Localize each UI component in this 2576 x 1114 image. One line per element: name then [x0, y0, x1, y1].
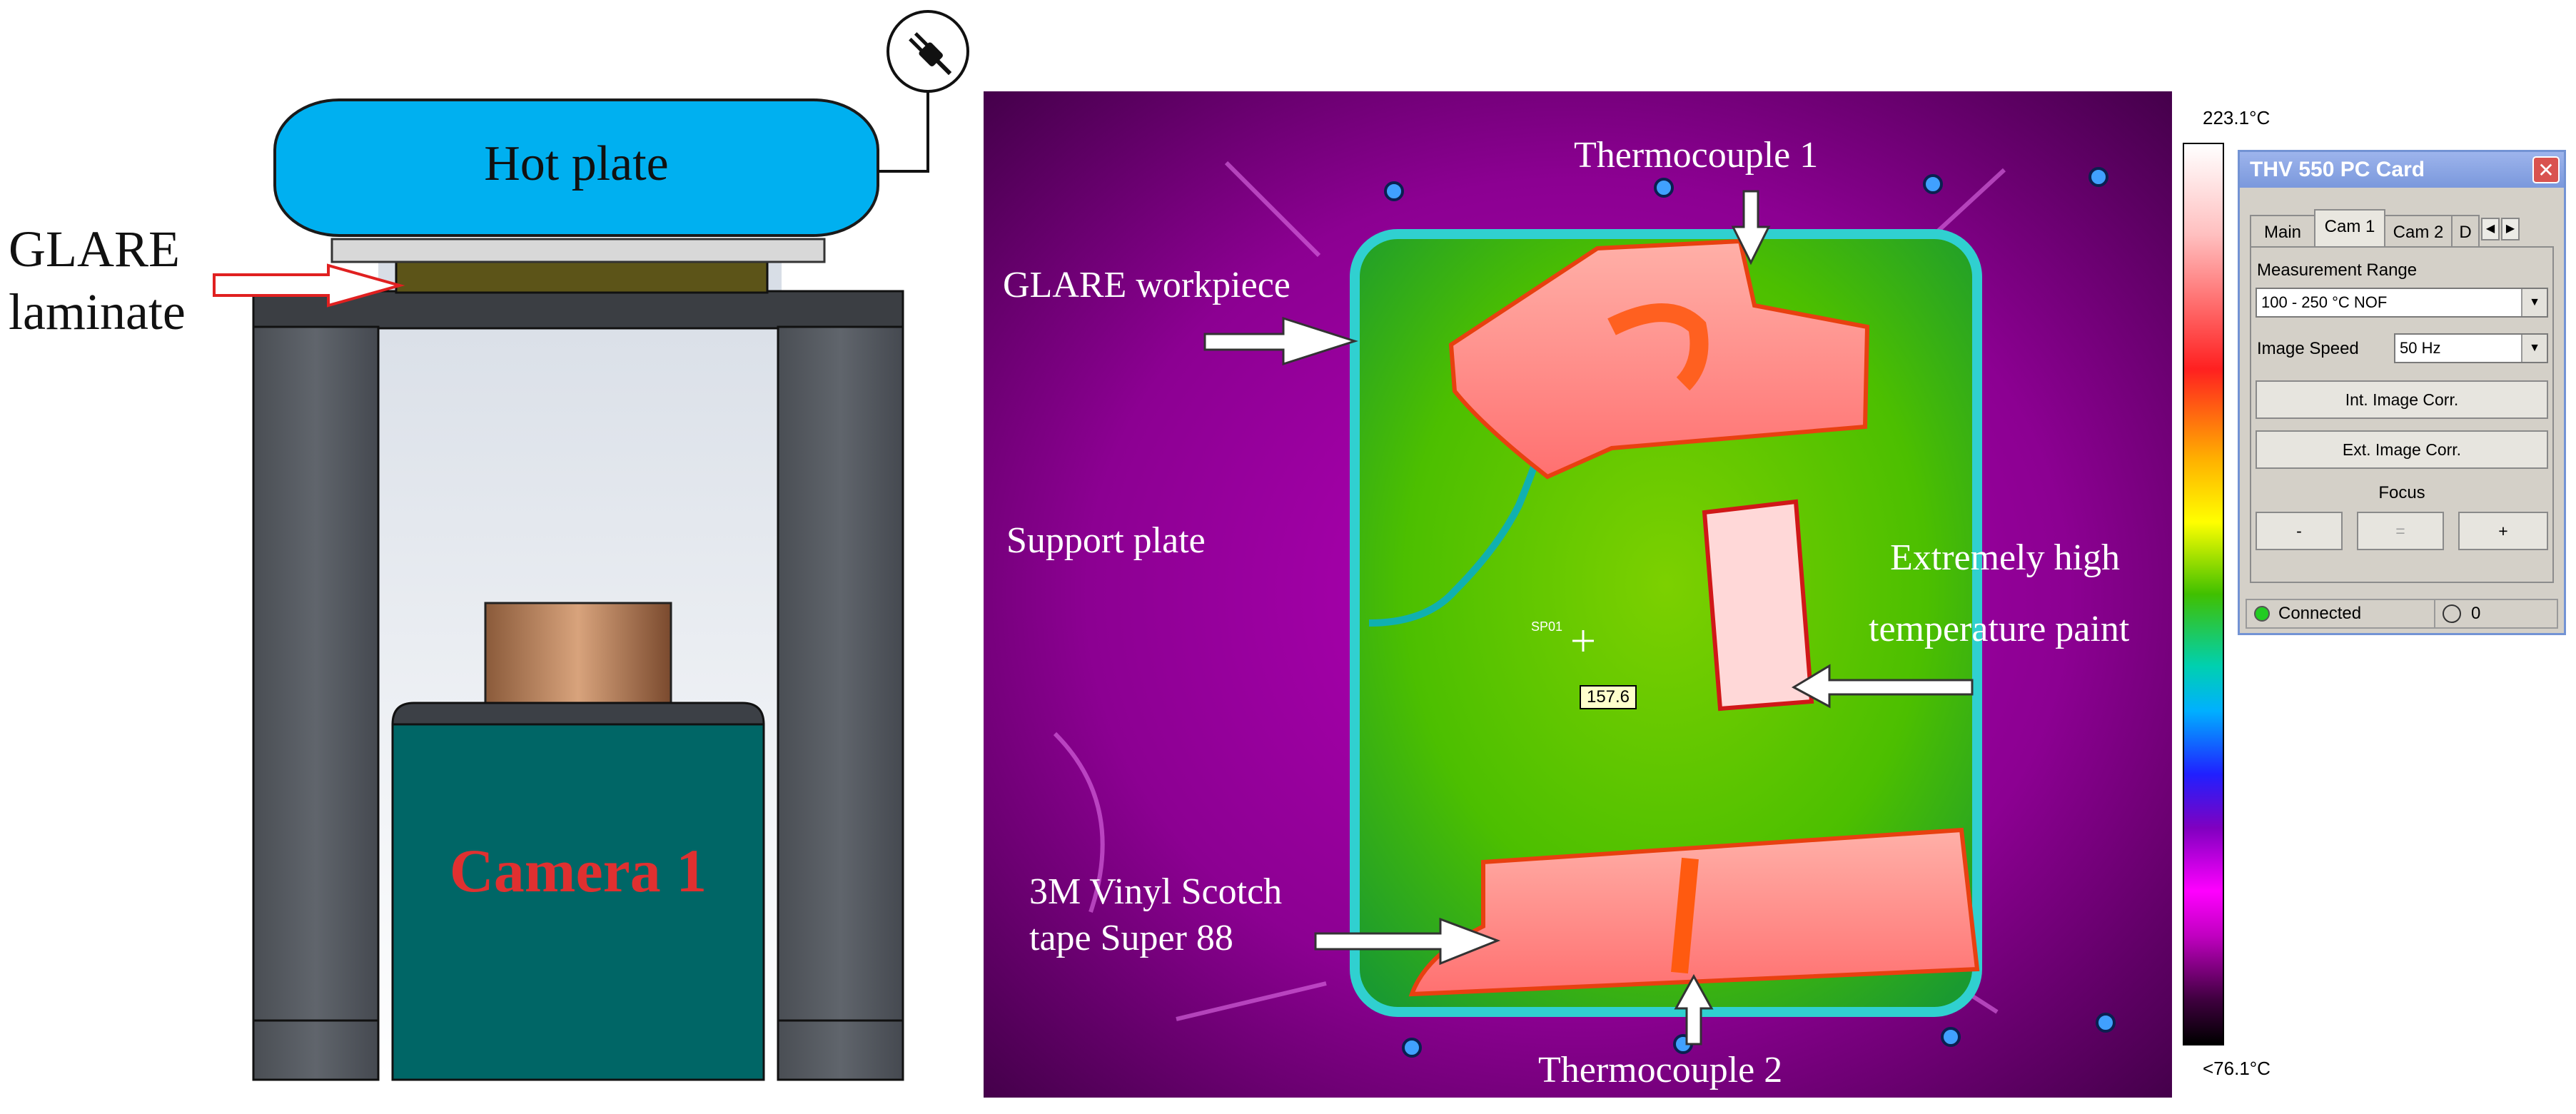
paint-region [1702, 499, 1814, 712]
scale-min-label: <76.1°C [2203, 1058, 2271, 1079]
int-image-corr-button[interactable]: Int. Image Corr. [2256, 380, 2548, 419]
hot-plate-label: Hot plate [484, 136, 669, 191]
thermocouple2-arrow [1674, 973, 1714, 1045]
color-scale-bar [2183, 143, 2224, 1045]
focus-minus-button[interactable]: - [2256, 512, 2343, 550]
connection-status-icon [2254, 606, 2270, 622]
connection-status: Connected [2278, 604, 2362, 623]
plug-icon [887, 10, 969, 93]
power-cord [878, 86, 929, 173]
frame-counter: 0 [2471, 604, 2481, 623]
thermocouple1-arrow [1731, 190, 1771, 265]
image-speed-label: Image Speed [2257, 339, 2359, 358]
upper-tape-region [1448, 238, 1870, 480]
status-bar: Connected 0 [2246, 599, 2558, 629]
tab-cam1[interactable]: Cam 1 [2314, 209, 2385, 248]
setup-schematic [213, 86, 929, 1081]
tab-cam2[interactable]: Cam 2 [2384, 215, 2453, 248]
camera-top [391, 702, 765, 726]
tab-main[interactable]: Main [2250, 215, 2315, 248]
measurement-range-select[interactable]: 100 - 250 °C NOF ▼ [2256, 288, 2548, 318]
focus-plus-button[interactable]: + [2458, 512, 2548, 550]
glare-label-line1: GLARE [9, 221, 180, 278]
tape-label-line2: tape Super 88 [1029, 918, 1233, 958]
window-title: THV 550 PC Card [2240, 152, 2564, 188]
glare-arrow [213, 263, 405, 308]
camera-control-window: THV 550 PC Card ✕ Main Cam 1 Cam 2 D ◀ ▶… [2238, 150, 2566, 635]
hot-plate [273, 98, 879, 237]
tab-scroll-right-icon[interactable]: ▶ [2501, 218, 2520, 240]
image-speed-select[interactable]: 50 Hz ▼ [2394, 333, 2548, 363]
glare-laminate [395, 259, 769, 294]
ext-image-corr-button[interactable]: Ext. Image Corr. [2256, 430, 2548, 469]
spot-crosshair [1572, 630, 1594, 652]
thermocouple2-label: Thermocouple 2 [1538, 1050, 1783, 1090]
tape-label-line1: 3M Vinyl Scotch [1029, 871, 1283, 912]
thermal-image [984, 91, 2172, 1098]
workpiece-arrow [1203, 316, 1358, 366]
tab-scroll-left-icon[interactable]: ◀ [2481, 218, 2500, 240]
spot-id-label: SP01 [1531, 619, 1563, 634]
clock-icon [2443, 604, 2461, 623]
tape-arrow [1314, 917, 1501, 966]
chevron-down-icon[interactable]: ▼ [2521, 335, 2547, 362]
thermocouple1-label: Thermocouple 1 [1574, 135, 1819, 176]
glare-workpiece-label: GLARE workpiece [1003, 265, 1290, 305]
paint-label-line2: temperature paint [1869, 609, 2130, 649]
paint-label-line1: Extremely high [1890, 537, 2121, 578]
support-pillar-right [777, 325, 904, 1081]
camera-label: Camera 1 [449, 836, 707, 905]
focus-reset-button[interactable]: = [2357, 512, 2444, 550]
support-pillar-left [252, 325, 380, 1081]
scale-max-label: 223.1°C [2203, 107, 2271, 128]
camera-lens [484, 602, 672, 708]
glare-label-line2: laminate [9, 283, 186, 340]
spot-value-label: 157.6 [1586, 687, 1630, 707]
spacer-plate [330, 238, 826, 263]
measurement-range-label: Measurement Range [2257, 260, 2418, 280]
chevron-down-icon[interactable]: ▼ [2521, 289, 2547, 316]
cam1-panel: Measurement Range 100 - 250 °C NOF ▼ Ima… [2250, 246, 2554, 583]
camera-body [391, 723, 765, 1081]
close-button[interactable]: ✕ [2532, 156, 2560, 183]
support-plate-label: Support plate [1006, 520, 1206, 561]
tab-d[interactable]: D [2451, 215, 2480, 248]
focus-label: Focus [2378, 483, 2425, 502]
paint-arrow [1791, 664, 1974, 709]
image-speed-value: 50 Hz [2400, 339, 2441, 357]
measurement-range-value: 100 - 250 °C NOF [2261, 293, 2388, 311]
